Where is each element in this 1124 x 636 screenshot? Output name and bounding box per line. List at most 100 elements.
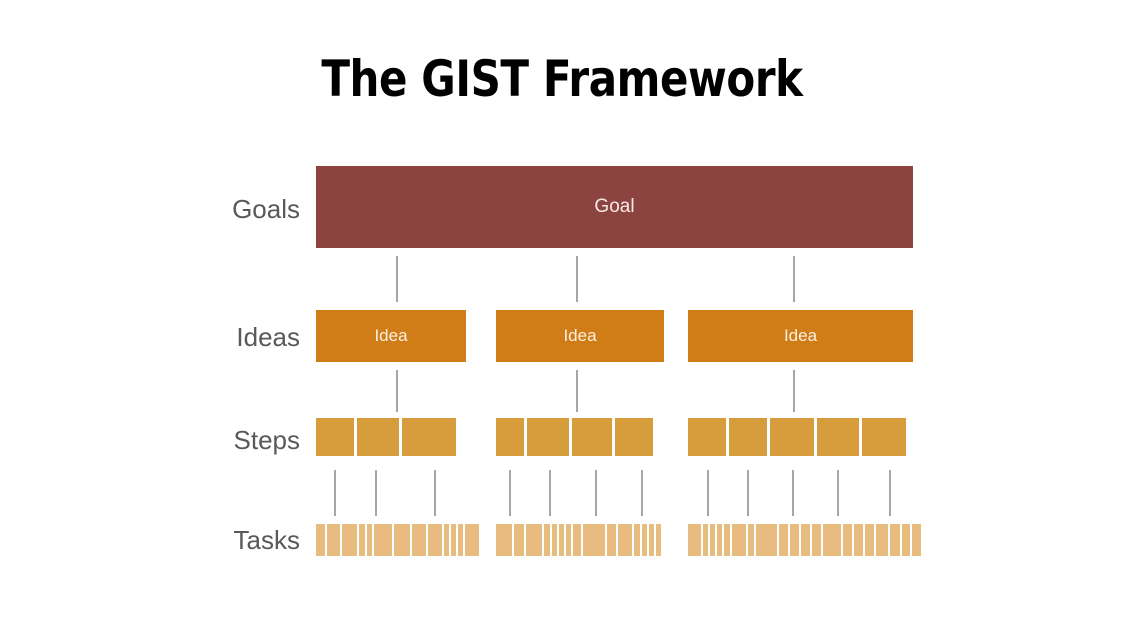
step-group-1 bbox=[316, 418, 456, 456]
step-segment-g3-3[interactable] bbox=[770, 418, 814, 456]
connector-step-1-2-to-tasks bbox=[375, 470, 377, 516]
task-segment-g3-19[interactable] bbox=[902, 524, 910, 556]
task-segment-g1-10[interactable] bbox=[444, 524, 449, 556]
task-segment-g3-2[interactable] bbox=[703, 524, 708, 556]
task-segment-g1-2[interactable] bbox=[327, 524, 340, 556]
idea-box-1-label: Idea bbox=[374, 326, 408, 345]
task-segment-g3-12[interactable] bbox=[812, 524, 821, 556]
task-segment-g2-14[interactable] bbox=[649, 524, 654, 556]
task-segment-g1-4[interactable] bbox=[359, 524, 365, 556]
task-group-3 bbox=[688, 524, 921, 556]
task-segment-g3-14[interactable] bbox=[843, 524, 852, 556]
connector-step-1-3-to-tasks bbox=[434, 470, 436, 516]
step-segment-g3-1[interactable] bbox=[688, 418, 726, 456]
task-segment-g2-13[interactable] bbox=[642, 524, 647, 556]
task-segment-g3-17[interactable] bbox=[876, 524, 888, 556]
connector-step-3-3-to-tasks bbox=[792, 470, 794, 516]
task-segment-g3-3[interactable] bbox=[710, 524, 715, 556]
task-segment-g1-7[interactable] bbox=[394, 524, 410, 556]
connector-step-2-2-to-tasks bbox=[549, 470, 551, 516]
ideas-row: Idea Idea Idea bbox=[316, 310, 913, 362]
idea-box-1[interactable]: Idea bbox=[316, 310, 466, 362]
task-segment-g3-7[interactable] bbox=[748, 524, 754, 556]
idea-box-3[interactable]: Idea bbox=[688, 310, 913, 362]
task-segment-g1-6[interactable] bbox=[374, 524, 392, 556]
connector-step-2-1-to-tasks bbox=[509, 470, 511, 516]
task-segment-g3-18[interactable] bbox=[890, 524, 900, 556]
row-label-steps: Steps bbox=[233, 425, 301, 455]
task-segment-g3-20[interactable] bbox=[912, 524, 921, 556]
steps-row bbox=[316, 418, 913, 456]
task-segment-g3-16[interactable] bbox=[865, 524, 874, 556]
step-segment-g2-1[interactable] bbox=[496, 418, 524, 456]
step-segment-g1-2[interactable] bbox=[357, 418, 399, 456]
task-segment-g2-2[interactable] bbox=[514, 524, 524, 556]
task-segment-g2-8[interactable] bbox=[573, 524, 581, 556]
task-segment-g3-9[interactable] bbox=[779, 524, 788, 556]
connector-step-2-3-to-tasks bbox=[595, 470, 597, 516]
step-segment-g3-4[interactable] bbox=[817, 418, 859, 456]
task-group-1 bbox=[316, 524, 479, 556]
tasks-row bbox=[316, 524, 921, 556]
connector-step-3-4-to-tasks bbox=[837, 470, 839, 516]
step-segment-g1-1[interactable] bbox=[316, 418, 354, 456]
connector-step-2-4-to-tasks bbox=[641, 470, 643, 516]
task-segment-g1-13[interactable] bbox=[465, 524, 479, 556]
task-segment-g1-8[interactable] bbox=[412, 524, 426, 556]
task-segment-g1-12[interactable] bbox=[458, 524, 463, 556]
task-segment-g2-9[interactable] bbox=[583, 524, 605, 556]
step-segment-g2-3[interactable] bbox=[572, 418, 612, 456]
connector-goal-to-idea-1 bbox=[396, 256, 398, 302]
step-segment-g1-3[interactable] bbox=[402, 418, 456, 456]
row-label-tasks: Tasks bbox=[233, 525, 300, 555]
step-segment-g2-4[interactable] bbox=[615, 418, 653, 456]
task-segment-g2-12[interactable] bbox=[634, 524, 640, 556]
task-segment-g1-11[interactable] bbox=[451, 524, 456, 556]
task-segment-g3-5[interactable] bbox=[724, 524, 730, 556]
connector-idea-3-to-steps bbox=[793, 370, 795, 412]
task-segment-g2-3[interactable] bbox=[526, 524, 542, 556]
connector-step-3-2-to-tasks bbox=[747, 470, 749, 516]
task-segment-g2-10[interactable] bbox=[607, 524, 616, 556]
row-label-ideas: Ideas bbox=[236, 322, 300, 352]
idea-box-2-label: Idea bbox=[563, 326, 597, 345]
connector-idea-1-to-steps bbox=[396, 370, 398, 412]
task-segment-g1-1[interactable] bbox=[316, 524, 325, 556]
task-segment-g1-3[interactable] bbox=[342, 524, 357, 556]
connector-step-3-1-to-tasks bbox=[707, 470, 709, 516]
task-segment-g2-6[interactable] bbox=[559, 524, 564, 556]
task-segment-g2-11[interactable] bbox=[618, 524, 632, 556]
connector-goal-to-idea-2 bbox=[576, 256, 578, 302]
step-group-2 bbox=[496, 418, 653, 456]
step-segment-g3-5[interactable] bbox=[862, 418, 906, 456]
task-segment-g1-9[interactable] bbox=[428, 524, 442, 556]
task-segment-g1-5[interactable] bbox=[367, 524, 372, 556]
task-segment-g2-7[interactable] bbox=[566, 524, 571, 556]
row-label-goals: Goals bbox=[232, 194, 300, 224]
idea-box-3-label: Idea bbox=[783, 326, 818, 345]
page-title: The GIST Framework bbox=[321, 50, 803, 108]
goal-bar-label: Goal bbox=[594, 196, 635, 217]
task-segment-g2-4[interactable] bbox=[544, 524, 550, 556]
task-segment-g3-11[interactable] bbox=[801, 524, 810, 556]
connector-step-1-1-to-tasks bbox=[334, 470, 336, 516]
step-group-3 bbox=[688, 418, 906, 456]
task-group-2 bbox=[496, 524, 661, 556]
idea-box-2[interactable]: Idea bbox=[496, 310, 664, 362]
connector-step-3-5-to-tasks bbox=[889, 470, 891, 516]
step-segment-g3-2[interactable] bbox=[729, 418, 767, 456]
task-segment-g2-15[interactable] bbox=[656, 524, 661, 556]
step-segment-g2-2[interactable] bbox=[527, 418, 569, 456]
task-segment-g3-1[interactable] bbox=[688, 524, 701, 556]
goal-bar[interactable]: Goal bbox=[316, 166, 913, 248]
task-segment-g2-1[interactable] bbox=[496, 524, 512, 556]
task-segment-g3-10[interactable] bbox=[790, 524, 799, 556]
task-segment-g3-4[interactable] bbox=[717, 524, 722, 556]
task-segment-g2-5[interactable] bbox=[552, 524, 557, 556]
task-segment-g3-15[interactable] bbox=[854, 524, 863, 556]
task-segment-g3-8[interactable] bbox=[756, 524, 777, 556]
task-segment-g3-6[interactable] bbox=[732, 524, 746, 556]
task-segment-g3-13[interactable] bbox=[823, 524, 841, 556]
